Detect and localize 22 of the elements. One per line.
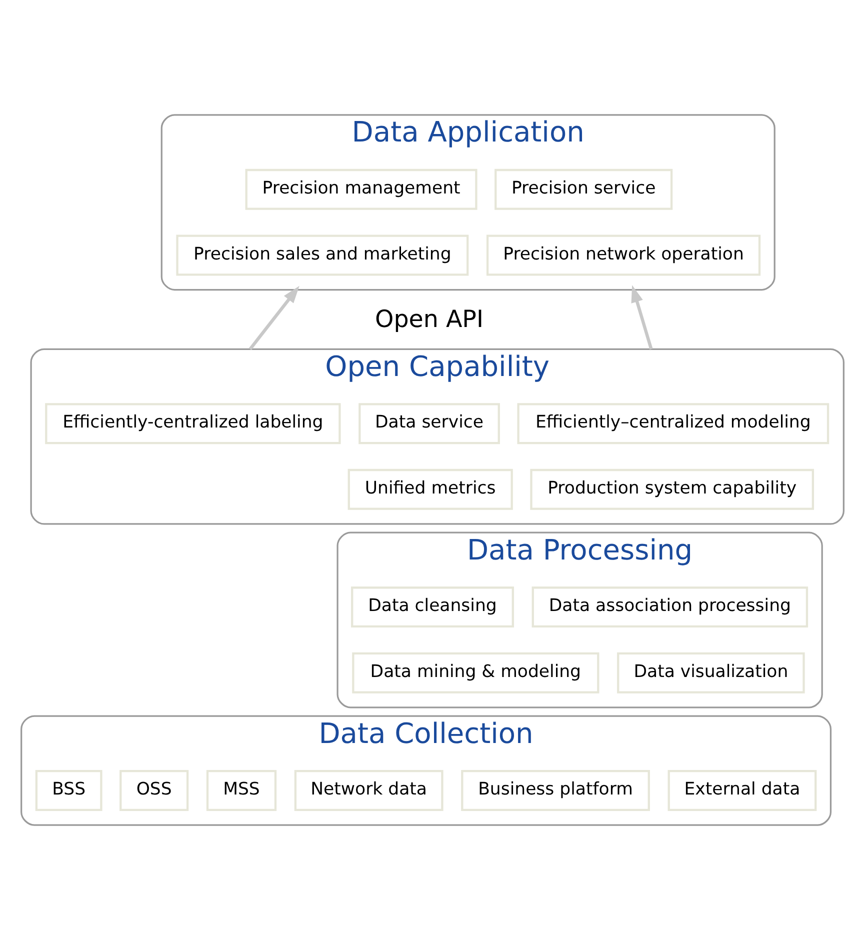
node-box: Data mining & modeling bbox=[352, 652, 600, 694]
node-box: Efficiently-centralized labeling bbox=[45, 403, 341, 444]
node-box: Data cleansing bbox=[351, 586, 514, 628]
label: Open API bbox=[375, 305, 484, 334]
arrow bbox=[248, 286, 300, 350]
node-box: Network data bbox=[294, 770, 444, 812]
node-box: Data service bbox=[358, 403, 500, 444]
node-box: Precision network operation bbox=[486, 234, 761, 276]
node-box: Precision management bbox=[245, 168, 478, 210]
node-box: External data bbox=[668, 770, 817, 812]
arrow bbox=[631, 285, 653, 350]
node-box: Data association processing bbox=[532, 586, 808, 628]
node-box: BSS bbox=[35, 770, 102, 812]
node-box: Precision service bbox=[494, 168, 673, 210]
node-box: Unified metrics bbox=[348, 468, 513, 510]
node-box: Production system capability bbox=[530, 468, 814, 510]
node-box: Efficiently–centralized modeling bbox=[517, 403, 830, 444]
node-box: OSS bbox=[120, 770, 189, 812]
node-box: Precision sales and marketing bbox=[176, 234, 469, 276]
node-box: Business platform bbox=[461, 770, 650, 812]
node-box: Data visualization bbox=[617, 652, 805, 694]
node-box: MSS bbox=[206, 770, 277, 812]
